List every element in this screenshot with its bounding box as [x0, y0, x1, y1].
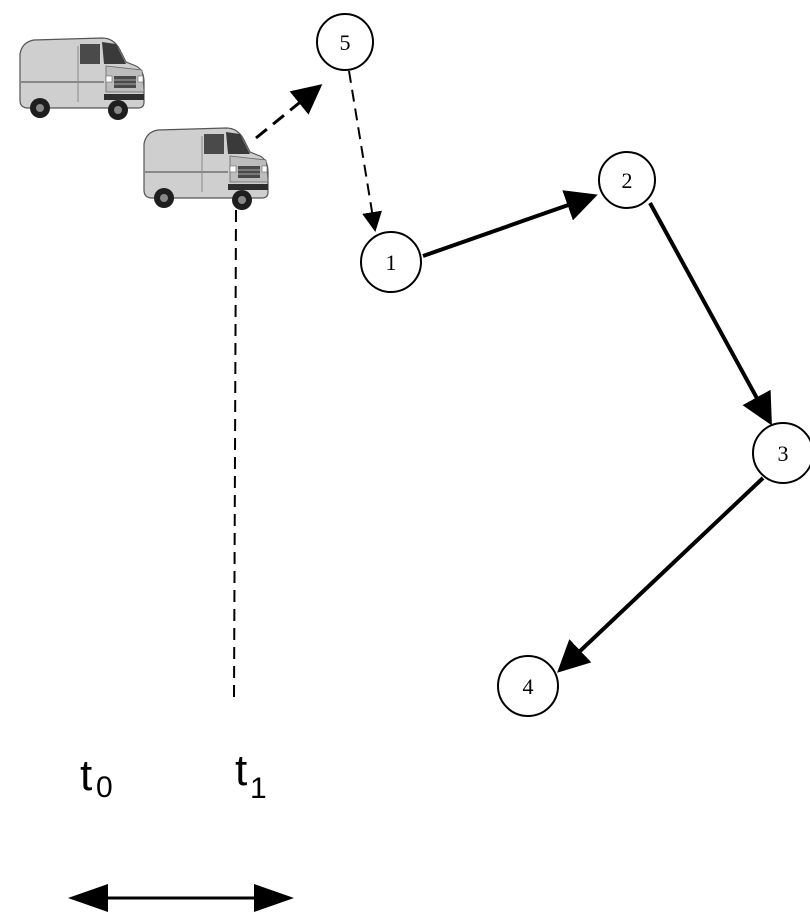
- edge-2-to-3: [648, 202, 772, 426]
- node-2: 2: [598, 151, 656, 209]
- time-marker-line: [233, 209, 237, 699]
- node-5: 5: [316, 13, 374, 71]
- node-1-label: 1: [386, 250, 397, 275]
- time-label-t1: t 1: [235, 746, 267, 805]
- edge-1-to-2: [422, 190, 598, 258]
- node-2-label: 2: [622, 168, 633, 193]
- node-3: 3: [752, 422, 810, 484]
- time-label-t0-sub: 0: [96, 771, 113, 804]
- node-3-label: 3: [778, 441, 789, 466]
- time-label-t1-sub: 1: [250, 772, 267, 805]
- node-4-label: 4: [523, 674, 534, 699]
- time-label-t0-base: t: [80, 751, 92, 800]
- node-5-label: 5: [340, 30, 351, 55]
- interval-arrow: [68, 884, 294, 912]
- edge-3-to-4: [557, 476, 765, 673]
- node-1: 1: [360, 231, 422, 293]
- time-label-t1-base: t: [235, 746, 247, 795]
- node-4: 4: [497, 655, 559, 717]
- van-icon-t1: [143, 127, 269, 211]
- van-icon-t0: [19, 37, 145, 121]
- time-label-t0: t 0: [80, 751, 113, 804]
- edge-vehicle-to-5: [255, 84, 323, 140]
- edge-5-to-1: [348, 70, 382, 232]
